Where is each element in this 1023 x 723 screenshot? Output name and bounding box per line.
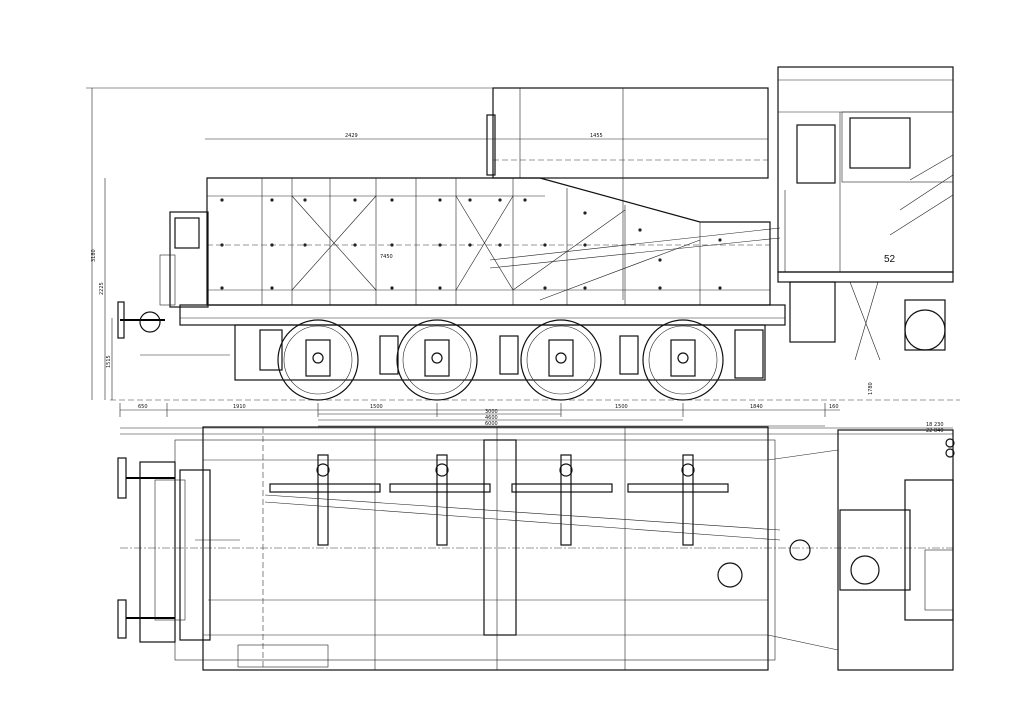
rivet-pattern bbox=[220, 198, 722, 290]
height-dim-1: 3180 bbox=[91, 249, 97, 262]
axle-assembly bbox=[269, 454, 729, 546]
dim-1910: 1910 bbox=[233, 404, 246, 410]
dim-1840: 1840 bbox=[750, 404, 763, 410]
bunker-dim-2: 1455 bbox=[590, 133, 603, 139]
dim-22840: 22 840 bbox=[926, 428, 944, 434]
side-elevation: 3180 2225 1515 2429 1455 bbox=[86, 66, 960, 401]
bunker-dim-1: 2429 bbox=[345, 133, 358, 139]
plan-view bbox=[117, 426, 955, 671]
height-dim-2: 2225 bbox=[99, 282, 105, 295]
cab-dim: 1780 bbox=[868, 382, 874, 395]
dim-6000: 6000 bbox=[485, 421, 498, 427]
dimension-rows: 650 1910 1500 1500 1840 160 3000 4600 60… bbox=[119, 403, 953, 435]
dim-4600: 4600 bbox=[485, 415, 498, 421]
dim-18230: 18 230 bbox=[926, 422, 944, 428]
height-dim-3: 1515 bbox=[106, 355, 112, 368]
dim-3000: 3000 bbox=[485, 409, 498, 415]
dim-160: 160 bbox=[829, 404, 839, 410]
tank-dim: 7450 bbox=[380, 254, 393, 260]
dim-1500a: 1500 bbox=[370, 404, 383, 410]
dim-650: 650 bbox=[138, 404, 148, 410]
dim-1500b: 1500 bbox=[615, 404, 628, 410]
wheel-set bbox=[277, 319, 724, 401]
loco-number: 52 bbox=[884, 254, 896, 265]
